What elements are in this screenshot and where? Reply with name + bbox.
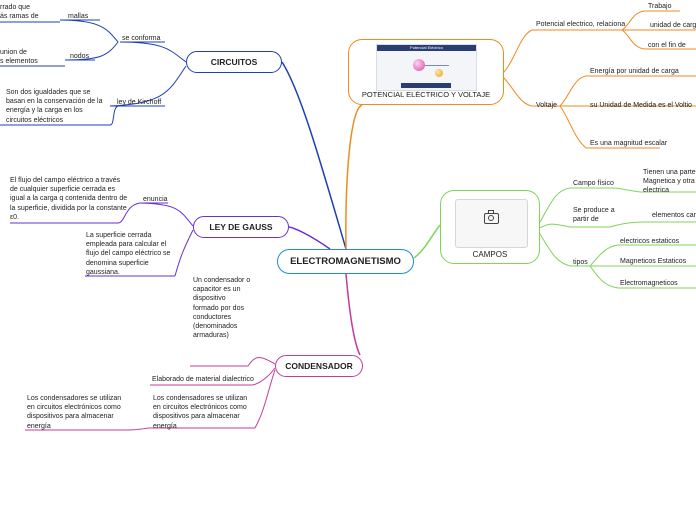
campos-title: CAMPOS <box>472 250 508 259</box>
topic-ley-de-gauss[interactable]: LEY DE GAUSS <box>193 216 289 238</box>
label-escalar[interactable]: Es una magnitud escalar <box>590 140 668 147</box>
label-voltaje[interactable]: Voltaje <box>536 102 558 109</box>
camera-icon <box>484 210 499 224</box>
label-se-conforma[interactable]: se conforma <box>122 35 161 42</box>
label-electricos[interactable]: electricos estaticos <box>620 238 680 245</box>
label-enuncia[interactable]: enuncia <box>143 196 168 203</box>
image-footer-bar <box>401 83 451 88</box>
label-unidad-medida[interactable]: su Unidad de Medida es el Voltio <box>590 102 692 109</box>
label-con-fin[interactable]: con el fin de <box>648 42 686 49</box>
label-nodos[interactable]: nodos <box>70 53 90 60</box>
label-condensador-def[interactable]: Un condensador o capacitor es un disposi… <box>193 277 251 340</box>
label-unidad-carga[interactable]: unidad de carga <box>650 22 696 29</box>
topic-condensador[interactable]: CONDENSADOR <box>275 355 363 377</box>
label-relaciona[interactable]: Potencial electrico, relaciona <box>536 21 626 28</box>
label-se-produce[interactable]: Se produce a partir de <box>573 207 615 224</box>
label-elementos[interactable]: elementos carg <box>652 212 696 219</box>
label-magneticos[interactable]: Magneticos Estaticos <box>620 258 687 265</box>
test-charge-icon <box>435 69 443 77</box>
potencial-title: POTENCIAL ELÉCTRICO Y VOLTAJE <box>361 90 491 99</box>
potencial-image-caption: Potencial Eléctrico <box>377 45 476 51</box>
label-mallas-desc[interactable]: rrado que ás ramas de <box>0 4 39 21</box>
label-electromagneticos[interactable]: Electromagneticos <box>620 280 678 287</box>
label-ley-kirchoff[interactable]: ley de Kirchoff <box>117 99 162 106</box>
label-nodos-desc[interactable]: union de s elementos <box>0 49 38 66</box>
label-trabajo[interactable]: Trabajo <box>648 3 672 10</box>
label-superficie-desc[interactable]: La superficie cerrada empleada para calc… <box>86 232 171 276</box>
label-enuncia-desc[interactable]: El flujo del campo eléctrico a través de… <box>10 177 128 221</box>
label-uso-2[interactable]: Los condensadores se utilizan en circuit… <box>153 395 248 430</box>
label-material[interactable]: Elaborado de material dialectrico <box>152 376 254 383</box>
label-mallas[interactable]: mallas <box>68 13 89 20</box>
potencial-image: Potencial Eléctrico <box>376 44 477 91</box>
label-tipos[interactable]: tipos <box>573 259 588 266</box>
charge-sphere-icon <box>413 59 425 71</box>
label-kirchoff-desc[interactable]: Son dos igualdades que se basan en la co… <box>6 89 103 124</box>
topic-circuitos[interactable]: CIRCUITOS <box>186 51 282 73</box>
label-magnetica-electrica[interactable]: Tienen una parte Magnetica y otra electr… <box>643 169 696 195</box>
central-topic[interactable]: ELECTROMAGNETISMO <box>277 249 414 274</box>
field-line-icon <box>425 65 449 66</box>
label-campo-fisico[interactable]: Campo físico <box>573 180 614 187</box>
label-uso-1[interactable]: Los condensadores se utilizan en circuit… <box>27 395 122 430</box>
label-energia[interactable]: Energía por unidad de carga <box>590 68 679 75</box>
